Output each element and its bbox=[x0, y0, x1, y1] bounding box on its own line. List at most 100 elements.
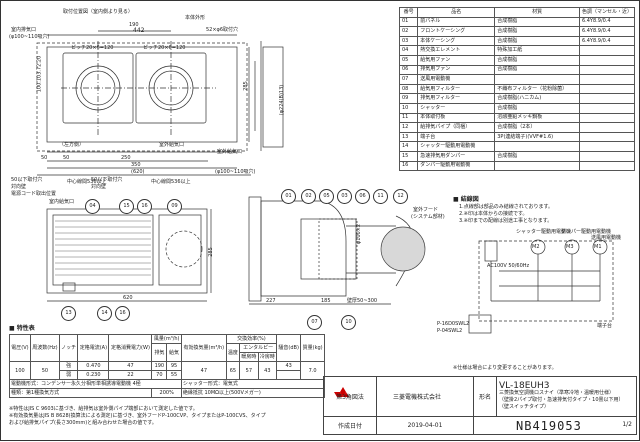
parts-cell: 01 bbox=[398, 16, 419, 28]
parts-cell: ダンパー駆動用電動機 bbox=[417, 160, 496, 172]
spec-hdr-noise: 騒音(dB) bbox=[276, 334, 302, 362]
balloon-03: 03 bbox=[337, 189, 352, 204]
parts-cell: 合成樹脂 bbox=[494, 64, 580, 76]
balloon-13: 13 bbox=[61, 306, 76, 321]
indoor-inlet2: 室内給気口 bbox=[49, 199, 75, 205]
parts-cell bbox=[578, 45, 636, 56]
dim-442: 442 bbox=[133, 27, 145, 34]
parts-cell bbox=[578, 150, 636, 162]
spec-cell: 50 bbox=[29, 361, 60, 380]
spec-footnote1: ※特性はJIS C 9603に基づき、給排気は室外側パイプ端部において測定した値… bbox=[9, 406, 198, 412]
parts-cell bbox=[578, 141, 636, 152]
parts-cell: 合成樹脂 bbox=[494, 26, 580, 37]
spec-shutter-row: シャッター形式：電気式 bbox=[180, 379, 326, 389]
switch2-label: P-04SWL2 bbox=[437, 328, 463, 334]
dim-350: 350 bbox=[131, 162, 141, 168]
system-parts-label: (システム部材) bbox=[411, 214, 445, 220]
dim-536-left: 中心線間536以上 bbox=[67, 179, 107, 185]
pipe-label: φ100×2 bbox=[356, 223, 363, 245]
switch1-label: P-16D0SWL2 bbox=[437, 321, 470, 327]
parts-hdr-color: 色調（マンセル・近） bbox=[578, 7, 636, 18]
projection-method: 第3角図法 bbox=[323, 376, 377, 417]
parts-cell bbox=[578, 93, 636, 104]
model-desc2: （壁掛2パイプ取付・急速排気付タイプ・10畳以下用） bbox=[499, 396, 624, 403]
parts-cell: 11 bbox=[398, 112, 419, 124]
lbl-mount-right: 50以下取付穴 bbox=[91, 177, 123, 183]
spec-hdr-supply: 給気 bbox=[166, 343, 182, 362]
parts-cell bbox=[578, 74, 636, 85]
date-label: 作成日付 bbox=[323, 416, 377, 435]
spec-cell: 強 bbox=[58, 361, 79, 371]
parts-cell bbox=[494, 74, 580, 85]
m3-desc: ダンパー駆動用電動機 bbox=[561, 229, 612, 235]
parts-cell: 合成樹脂 bbox=[494, 102, 580, 114]
balloon-07: 07 bbox=[307, 315, 322, 330]
wall-inlet-right: 室外給気口 bbox=[217, 149, 243, 155]
balloon-09: 09 bbox=[167, 199, 182, 214]
spec-hdr-power: 定格消費電力(W) bbox=[108, 334, 153, 362]
parts-cell: 前パネル bbox=[417, 16, 496, 28]
spec-cell bbox=[276, 370, 302, 380]
wiring-note2: 2.※印は本体からの接続です。 bbox=[459, 211, 528, 217]
spec-cell: 43 bbox=[257, 361, 278, 380]
dim-536-right: 中心線間536以上 bbox=[151, 179, 191, 185]
parts-cell bbox=[578, 83, 636, 95]
wiring-note1: 1.点線部は部品のみ結線されております。 bbox=[459, 204, 553, 210]
parts-cell: 合成樹脂 bbox=[494, 16, 580, 28]
parts-cell: 給気用フィルター bbox=[417, 83, 496, 95]
dim-620: (620) bbox=[131, 169, 145, 175]
balloon-01: 01 bbox=[281, 189, 296, 204]
lbl-mount-left: 50以下取付穴 bbox=[11, 177, 43, 183]
dim-227: 227 bbox=[266, 298, 276, 304]
parts-cell: 端子台 bbox=[417, 131, 496, 143]
balloon-16b: 16 bbox=[115, 306, 130, 321]
mount-area-outline bbox=[36, 42, 248, 152]
parts-cell: シャッター駆動用電動機 bbox=[417, 141, 496, 152]
indoor-port-label: 室内排気口 bbox=[11, 27, 37, 33]
parts-cell: フロントケーシング bbox=[417, 26, 496, 37]
page-number: 1/2 bbox=[622, 421, 632, 428]
dim-50-b: 50 bbox=[63, 155, 70, 161]
dim-190: 190 bbox=[129, 22, 139, 28]
parts-cell: 12 bbox=[398, 122, 419, 133]
dim-250: 250 bbox=[121, 155, 131, 161]
spec-hdr-cooling: 冷房時 bbox=[257, 352, 278, 362]
spec-hdr-notch: ノッチ bbox=[58, 334, 79, 362]
dim-285: 285 bbox=[242, 81, 249, 91]
indoor-port-dim: (φ100~110吸穴) bbox=[9, 34, 50, 40]
model-label: 形名 bbox=[473, 376, 497, 417]
parts-cell: 合成樹脂 bbox=[494, 35, 580, 47]
document-number: NB419053 bbox=[516, 418, 582, 433]
parts-cell bbox=[578, 112, 636, 124]
spec-hdr-temp: 温度 bbox=[225, 343, 241, 362]
lbl-wall-left: 対向壁 bbox=[11, 184, 27, 190]
m2-desc: シャッター駆動用電動機 bbox=[516, 229, 572, 235]
m1-desc: 送風用電動機 bbox=[591, 235, 622, 241]
parts-cell: 08 bbox=[398, 83, 419, 95]
body-outline-label: 本体外形 bbox=[185, 15, 206, 21]
spec-cell: 55 bbox=[166, 370, 182, 380]
pitch-left: ピッチ20×6=120 bbox=[71, 45, 114, 51]
spec-motor-row: 電動機形式：コンデンサー永久分相形単相誘導電動機 4極 bbox=[9, 379, 182, 389]
spec-rating: 200% bbox=[151, 388, 182, 398]
wiring-title-text: 結線図 bbox=[460, 196, 479, 203]
spec-cell: 0.470 bbox=[77, 361, 110, 371]
spec-cell: 0.230 bbox=[77, 370, 110, 380]
grille-lines bbox=[55, 220, 151, 276]
parts-cell: 04 bbox=[398, 45, 419, 56]
spec-cell: 7.0 bbox=[300, 361, 325, 380]
spec-hdr-weight: 質量(kg) bbox=[300, 334, 325, 362]
parts-cell: 07 bbox=[398, 74, 419, 85]
spec-insulation: 絶縁抵抗 10MΩ以上(500Vメガー) bbox=[180, 388, 326, 398]
